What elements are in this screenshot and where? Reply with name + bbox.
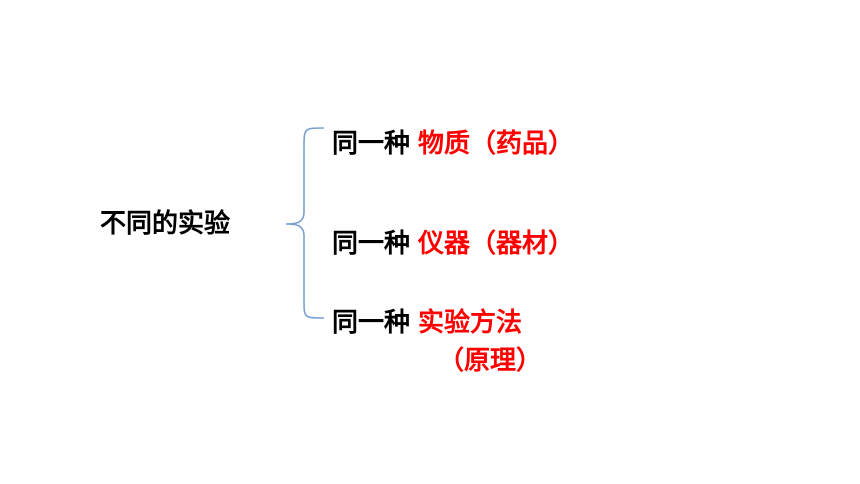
- branch-method: 同一种实验方法: [332, 305, 522, 341]
- branch-instrument: 同一种仪器（器材）: [332, 226, 574, 262]
- branch-key: 实验方法: [418, 308, 523, 338]
- branch-substance: 同一种物质（药品）: [332, 126, 574, 162]
- branch-key: 物质（药品）: [418, 129, 575, 159]
- root-label: 不同的实验: [100, 209, 231, 239]
- branch-prefix: 同一种: [332, 308, 411, 338]
- branch-prefix: 同一种: [332, 229, 411, 259]
- branch-prefix: 同一种: [332, 129, 411, 159]
- brace-connector: [285, 127, 325, 319]
- branch-key: 仪器（器材）: [418, 229, 575, 259]
- branch-method-sub: （原理）: [438, 346, 543, 376]
